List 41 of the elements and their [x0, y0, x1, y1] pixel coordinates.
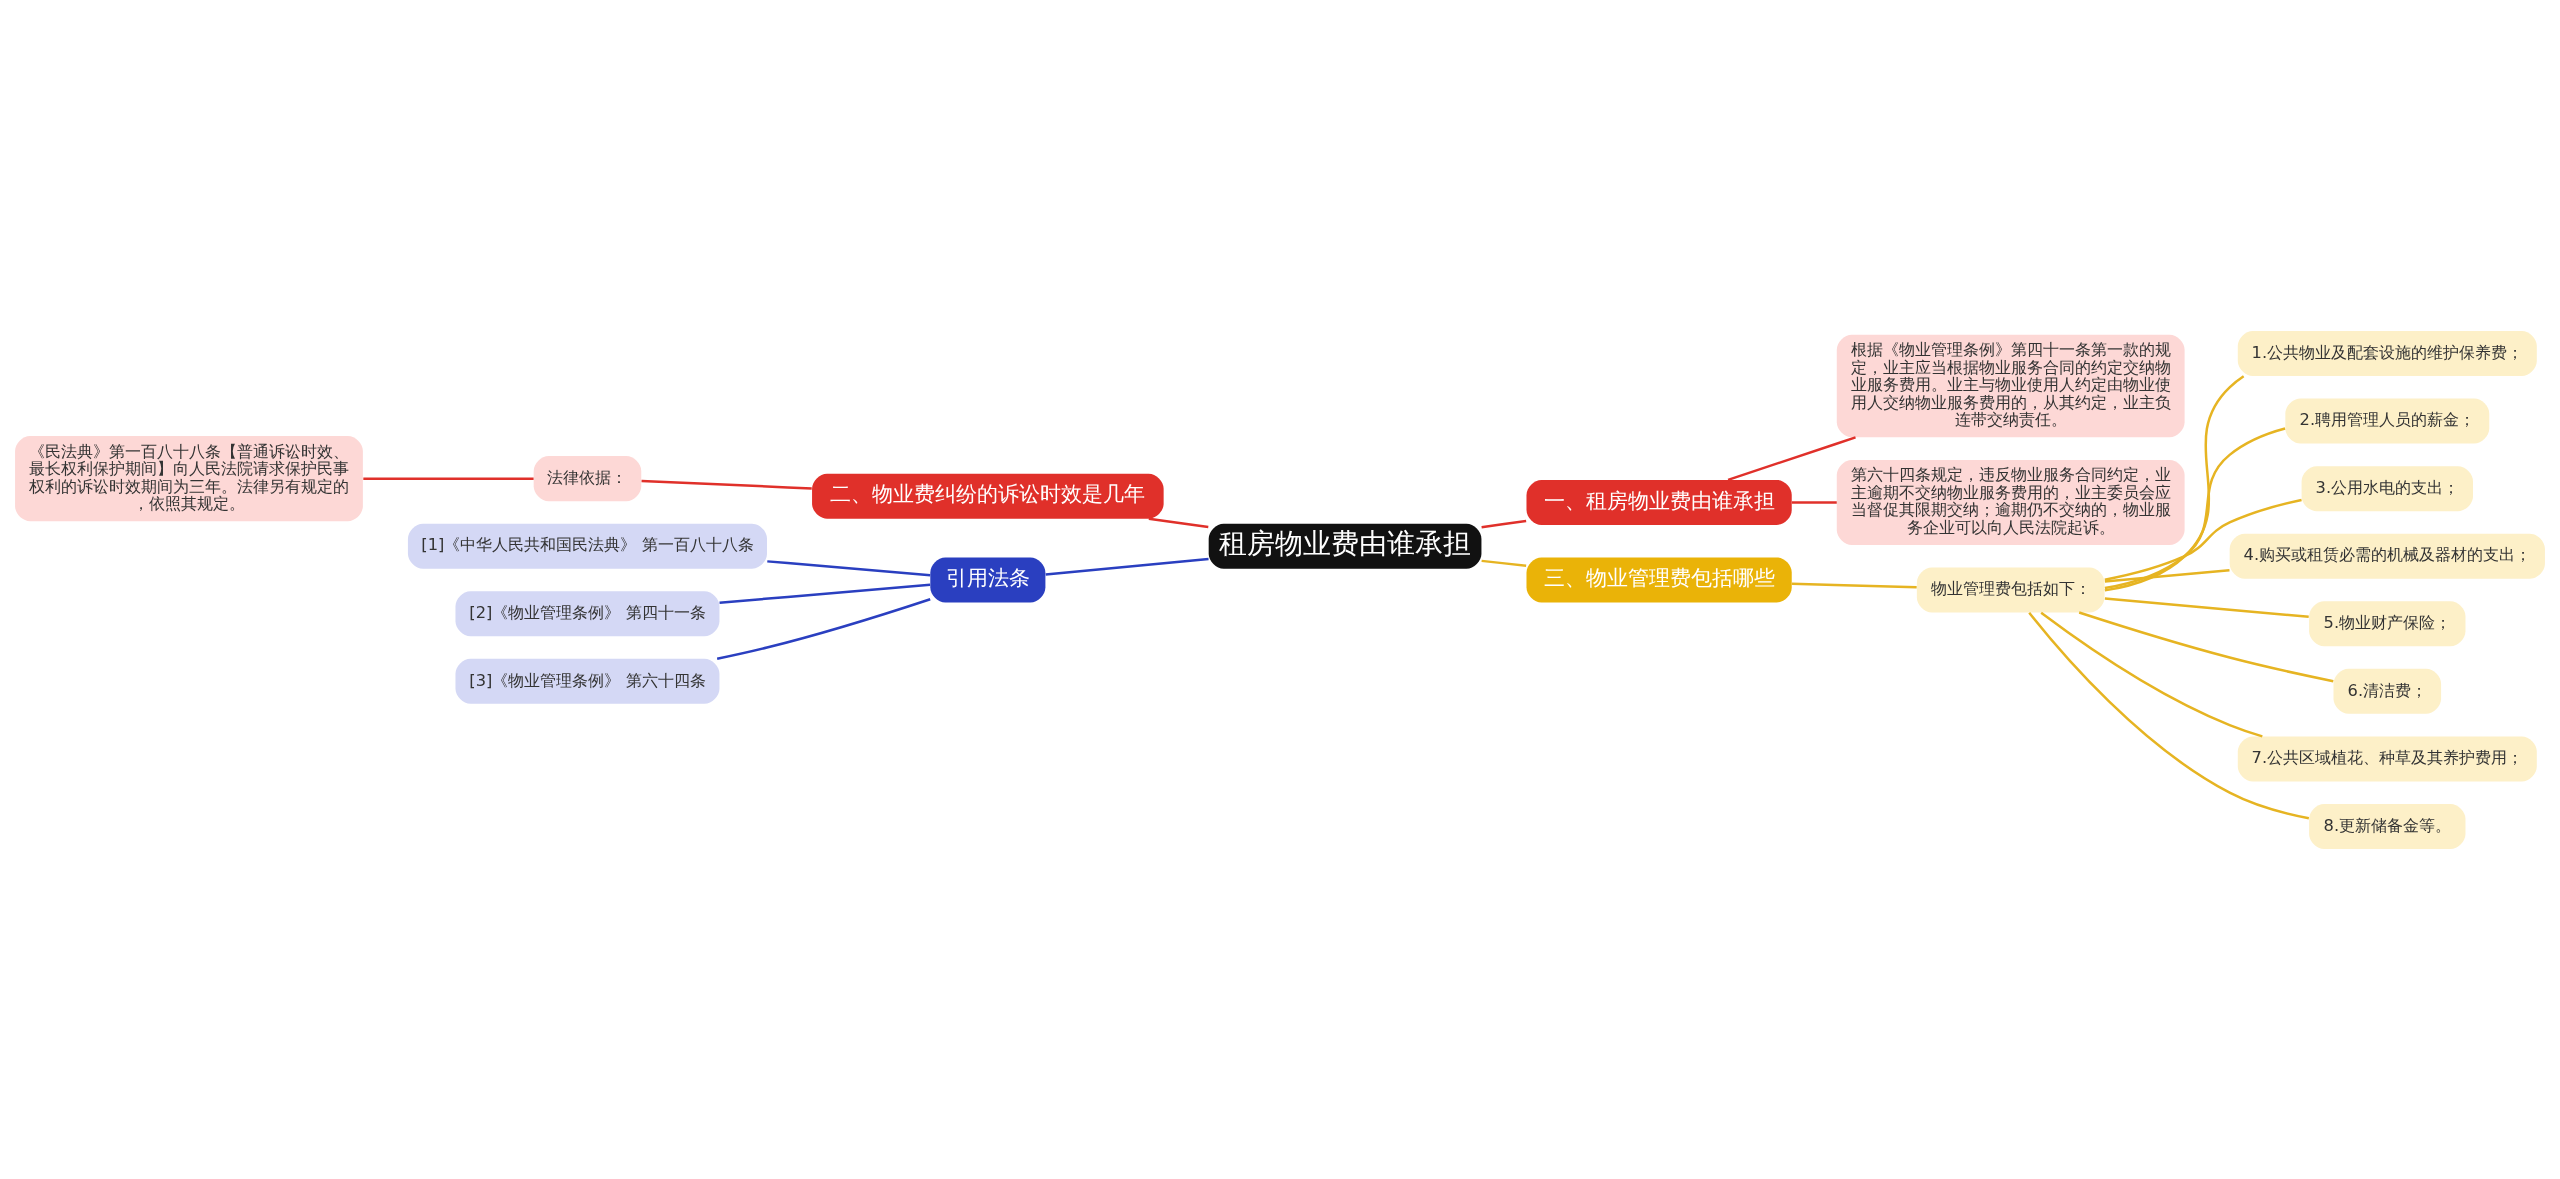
node-box: 三、物业管理费包括哪些 [1526, 556, 1792, 602]
node-box: 一、租房物业费由谁承担 [1526, 479, 1792, 525]
node-box: 2.聘用管理人员的薪金； [2285, 398, 2490, 444]
node-box: 租房物业费由谁承担 [1208, 523, 1482, 569]
connector [2028, 611, 2310, 819]
connector [2104, 498, 2302, 581]
connector [1045, 557, 1209, 576]
node-box: 6.清洁费； [2333, 668, 2442, 714]
connector [1791, 582, 1917, 589]
connector [2104, 596, 2309, 618]
connector [2040, 611, 2263, 738]
node-box: [3]《物业管理条例》 第六十四条 [455, 658, 720, 704]
connector [2104, 374, 2245, 592]
node-box: 引用法条 [930, 556, 1046, 602]
node-box: 3.公用水电的支出； [2301, 465, 2473, 511]
node-box: 1.公共物业及配套设施的维护保养费； [2237, 330, 2537, 376]
connector [767, 559, 931, 576]
node-box: 根据《物业管理条例》第四十一条第一款的规定，业主应当根据物业服务合同的约定交纳物业服务费用。业主与物业使用人约定由物业使用人交纳物业服务费用的，从其约定，业主负连带交纳责任。 [1836, 334, 2185, 437]
node-box: 法律依据： [533, 455, 642, 501]
node-box: 物业管理费包括如下： [1916, 567, 2105, 612]
node-box: 《民法典》第一百八十八条【普通诉讼时效、最长权利保护期间】向人民法院请求保护民事权利的诉讼时效期间为三年。法律另有规定的，依照其规定。 [15, 435, 363, 521]
node-box: 第六十四条规定，违反物业服务合同约定，业主逾期不交纳物业服务费用的，业主委员会应当督促其限期交纳；逾期仍不交纳的，物业服务企业可以向人民法院起诉。 [1836, 459, 2185, 545]
node-box: [1]《中华人民共和国民法典》 第一百八十八条 [407, 523, 767, 569]
connector [1791, 500, 1837, 504]
connector [363, 476, 534, 480]
connector [1481, 559, 1527, 567]
connector [1148, 516, 1209, 528]
connector [2104, 426, 2286, 589]
connector [1481, 519, 1527, 528]
node-box: 8.更新储备金等。 [2309, 803, 2466, 849]
connector [641, 479, 812, 490]
connector [2078, 610, 2334, 682]
node-box: 4.购买或租赁必需的机械及器材的支出； [2229, 533, 2545, 579]
connector [716, 597, 931, 660]
node-box: [2]《物业管理条例》 第四十一条 [455, 590, 720, 636]
connector [2104, 568, 2230, 583]
connector [1727, 435, 1856, 481]
connector [719, 583, 931, 604]
node-box: 5.物业财产保险； [2309, 600, 2466, 646]
node-box: 7.公共区域植花、种草及其养护费用； [2237, 735, 2537, 781]
node-box: 二、物业费纠纷的诉讼时效是几年 [812, 473, 1164, 519]
